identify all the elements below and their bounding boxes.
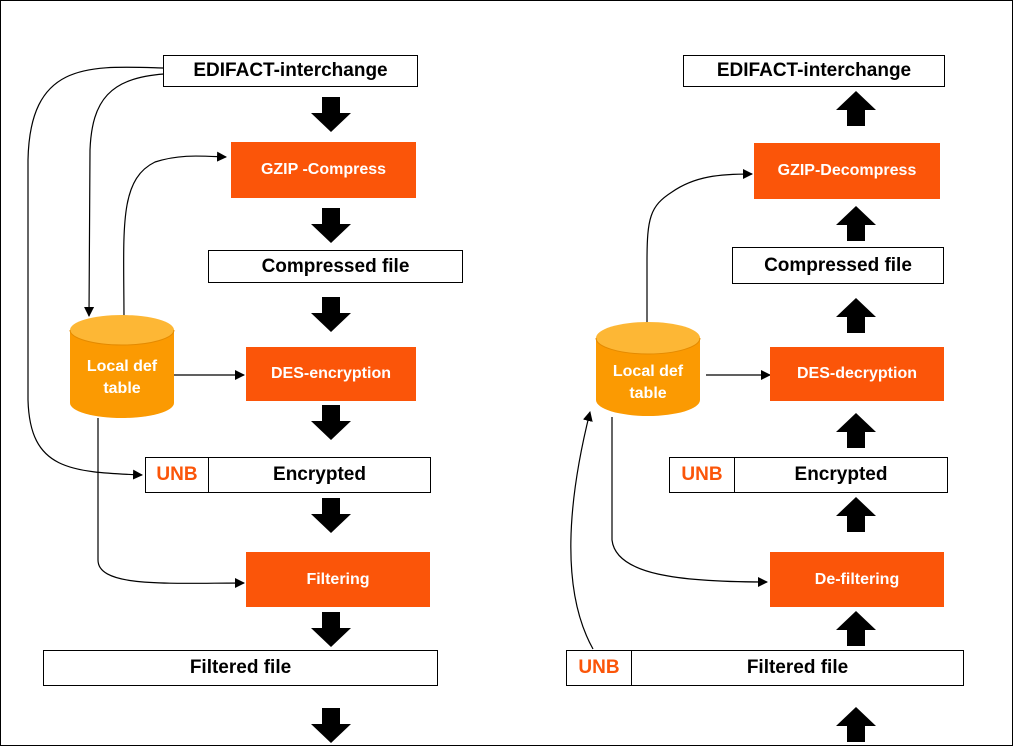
down-arrow xyxy=(311,498,351,533)
up-arrow xyxy=(836,413,876,448)
gzip-decompress-box: GZIP-Decompress xyxy=(754,143,940,199)
down-arrow xyxy=(311,97,351,132)
left-compressed-file-box: Compressed file xyxy=(208,250,463,283)
left-flow-arrows xyxy=(311,97,351,743)
right-unb-header: UNB xyxy=(670,458,735,492)
right-compressed-file-box: Compressed file xyxy=(732,247,944,284)
right-encrypted-label: Encrypted xyxy=(794,464,888,485)
left-table-label: Local def table xyxy=(70,356,174,400)
connector-table-to-decompress xyxy=(646,169,753,333)
right-filtered-file-label: Filtered file xyxy=(746,657,849,678)
right-flow-arrows xyxy=(836,91,876,742)
right-filtered-file-box: UNB Filtered file xyxy=(566,650,964,686)
des-decryption-box: DES-decryption xyxy=(770,347,944,401)
connector-interchange-to-unb xyxy=(27,66,165,480)
up-arrow xyxy=(836,707,876,742)
gzip-compress-box: GZIP -Compress xyxy=(231,142,416,198)
left-encrypted-box: UNB Encrypted xyxy=(145,457,431,493)
connector-table-to-compress xyxy=(123,151,227,324)
left-encrypted-label: Encrypted xyxy=(273,464,366,485)
down-arrow xyxy=(311,297,351,332)
up-arrow xyxy=(836,497,876,532)
down-arrow xyxy=(311,405,351,440)
down-arrow xyxy=(311,612,351,647)
connector-unb-to-table xyxy=(570,411,594,650)
right-table-label-line2: table xyxy=(629,385,667,402)
down-arrow xyxy=(311,208,351,243)
left-filtered-file-box: Filtered file xyxy=(43,650,438,686)
left-connectors xyxy=(27,66,245,589)
right-edifact-interchange-box: EDIFACT-interchange xyxy=(683,55,945,87)
left-edifact-interchange-box: EDIFACT-interchange xyxy=(163,55,418,87)
right-table-label: Local def table xyxy=(596,361,700,405)
left-local-def-table xyxy=(69,315,175,418)
left-table-label-line2: table xyxy=(103,380,141,397)
des-encryption-box: DES-encryption xyxy=(246,347,416,401)
de-filtering-box: De-filtering xyxy=(770,552,944,607)
up-arrow xyxy=(836,611,876,646)
up-arrow xyxy=(836,298,876,333)
right-table-label-line1: Local def xyxy=(612,363,684,380)
up-arrow xyxy=(836,206,876,241)
right-local-def-table xyxy=(595,322,701,416)
right-encrypted-box: UNB Encrypted xyxy=(669,457,948,493)
connector-table-to-filtering xyxy=(97,418,245,589)
connector-table-to-defiltering xyxy=(611,417,768,587)
filtering-box: Filtering xyxy=(246,552,430,607)
connector-interchange-to-table xyxy=(84,73,165,317)
down-arrow xyxy=(311,708,351,743)
right-connectors xyxy=(570,169,771,650)
right-filtered-unb-header: UNB xyxy=(567,651,632,685)
left-table-label-line1: Local def xyxy=(86,358,158,375)
left-unb-header: UNB xyxy=(146,458,209,492)
up-arrow xyxy=(836,91,876,126)
